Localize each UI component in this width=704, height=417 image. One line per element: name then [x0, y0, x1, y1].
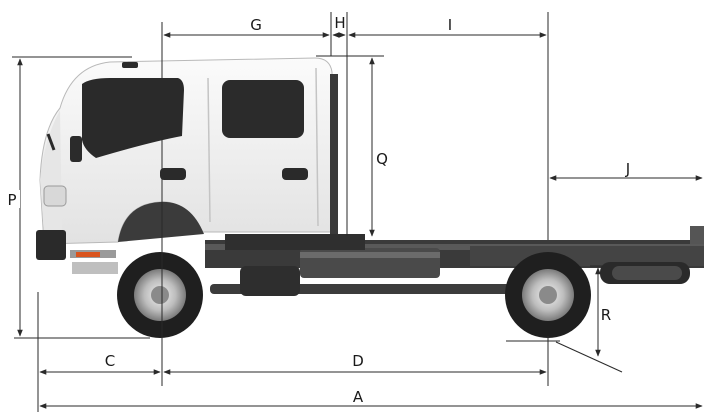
label-p: P — [7, 191, 16, 209]
label-j: J — [625, 160, 630, 178]
truck-illustration — [36, 57, 704, 338]
front-bumper — [36, 230, 66, 260]
label-c: C — [105, 352, 115, 370]
rear-window — [222, 80, 304, 138]
label-q: Q — [376, 150, 388, 168]
label-g: G — [250, 16, 262, 34]
rear-wheel — [505, 252, 591, 338]
front-door-handle — [160, 168, 186, 180]
side-mirror — [70, 136, 82, 162]
label-i: I — [448, 16, 452, 34]
front-wheel — [117, 252, 203, 338]
rear-door-handle — [282, 168, 308, 180]
label-h: H — [334, 14, 345, 32]
dimension-labels: G H I J P Q R C D A — [4, 14, 630, 406]
label-a: A — [353, 388, 364, 406]
label-d: D — [352, 352, 364, 370]
headlight — [43, 185, 67, 207]
front-window — [82, 78, 184, 158]
label-r: R — [601, 306, 611, 324]
